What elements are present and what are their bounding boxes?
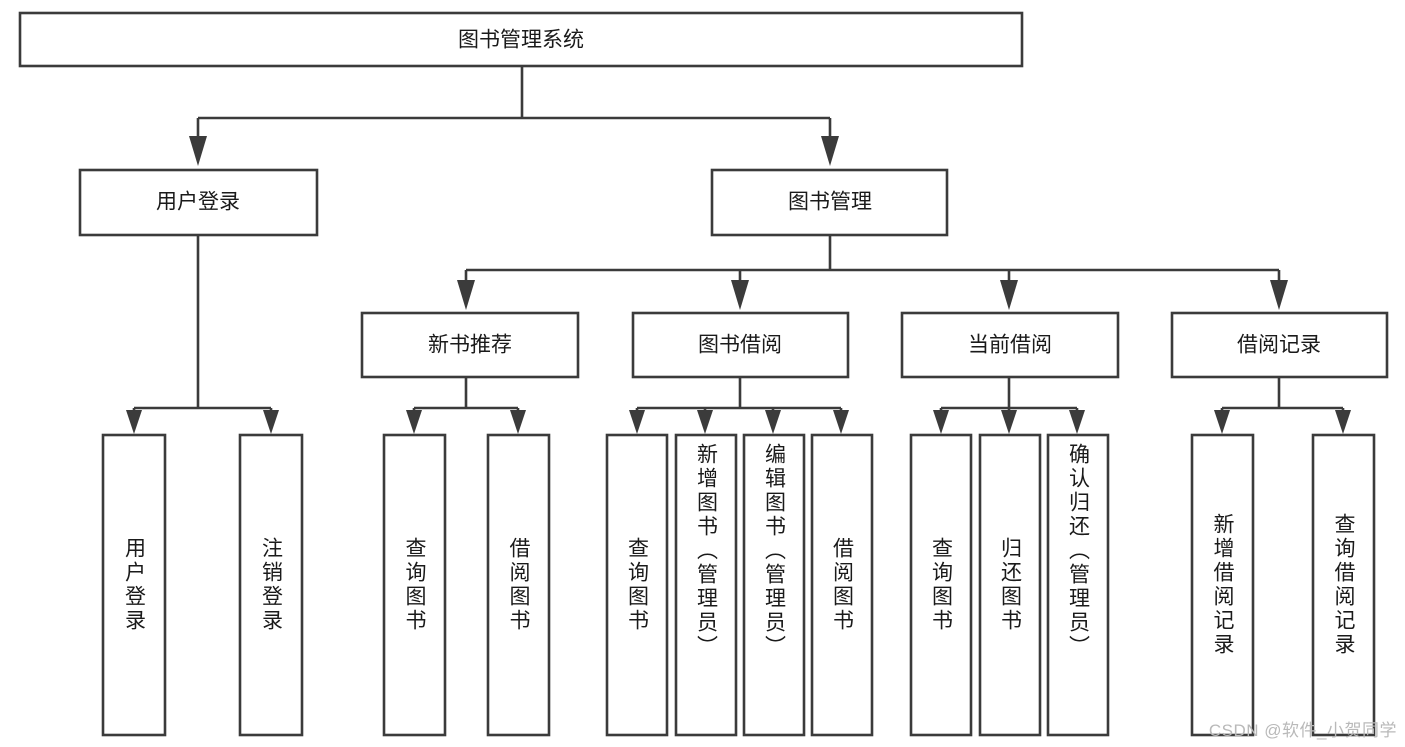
arrow-book-borrow: [731, 280, 749, 310]
node-book-borrow-box[interactable]: [631, 311, 850, 379]
arrow-leaf-borrow-record-1: [1214, 410, 1230, 434]
arrow-leaf-new-book-2: [510, 410, 526, 434]
leaf-box-borrow-record-1[interactable]: [1190, 433, 1255, 737]
arrow-leaf-book-borrow-2: [697, 410, 713, 434]
node-current-borrow-box[interactable]: [900, 311, 1120, 379]
node-current-borrow-label: 当前借阅: [968, 334, 1052, 357]
arrow-leaf-user-login-1: [126, 410, 142, 434]
node-root[interactable]: 图书管理系统: [18, 11, 1024, 68]
arrow-leaf-current-borrow-1: [933, 410, 949, 434]
leaf-box-user-login-1[interactable]: [101, 433, 167, 737]
arrow-book-manage: [821, 136, 839, 166]
arrow-leaf-book-borrow-4: [833, 410, 849, 434]
arrow-current-borrow: [1000, 280, 1018, 310]
leaf-box-borrow-record-2[interactable]: [1311, 433, 1376, 737]
leaf-box-book-borrow-2[interactable]: [674, 433, 738, 737]
leaf-box-current-borrow-2[interactable]: [978, 433, 1042, 737]
leaf-box-book-borrow-4[interactable]: [810, 433, 874, 737]
connectors-group: [126, 66, 1351, 434]
arrow-leaf-borrow-record-2: [1335, 410, 1351, 434]
node-user-login-box[interactable]: [78, 168, 319, 237]
node-root-label: 图书管理系统: [458, 29, 584, 52]
node-root-box[interactable]: [18, 11, 1024, 68]
arrow-leaf-current-borrow-3: [1069, 410, 1085, 434]
leaf-box-new-book-1[interactable]: [382, 433, 447, 737]
node-new-book-recommend-box[interactable]: [360, 311, 580, 379]
leaf-box-current-borrow-3[interactable]: [1046, 433, 1110, 737]
node-book-manage-box[interactable]: [710, 168, 949, 237]
node-new-book-recommend[interactable]: 新书推荐: [360, 311, 580, 379]
leaf-box-current-borrow-1[interactable]: [909, 433, 973, 737]
node-book-borrow[interactable]: 图书借阅: [631, 311, 850, 379]
node-user-login-label: 用户登录: [156, 191, 240, 214]
leaf-box-new-book-2[interactable]: [486, 433, 551, 737]
arrow-leaf-new-book-1: [406, 410, 422, 434]
arrow-leaf-book-borrow-1: [629, 410, 645, 434]
arrow-user-login: [189, 136, 207, 166]
node-book-manage[interactable]: 图书管理: [710, 168, 949, 237]
node-book-manage-label: 图书管理: [788, 191, 872, 214]
arrow-new-book: [457, 280, 475, 310]
arrow-leaf-user-login-2: [263, 410, 279, 434]
arrow-borrow-record: [1270, 280, 1288, 310]
node-book-borrow-label: 图书借阅: [698, 334, 782, 357]
arrow-leaf-book-borrow-3: [765, 410, 781, 434]
node-current-borrow[interactable]: 当前借阅: [900, 311, 1120, 379]
node-new-book-recommend-label: 新书推荐: [428, 334, 512, 357]
leaf-box-book-borrow-1[interactable]: [605, 433, 669, 737]
leaf-box-book-borrow-3[interactable]: [742, 433, 806, 737]
watermark-text: CSDN @软件_小贺同学: [1208, 721, 1397, 740]
node-borrow-record-box[interactable]: [1170, 311, 1389, 379]
node-user-login[interactable]: 用户登录: [78, 168, 319, 237]
node-borrow-record-label: 借阅记录: [1237, 334, 1321, 357]
node-borrow-record[interactable]: 借阅记录: [1170, 311, 1389, 379]
leaf-box-user-login-2[interactable]: [238, 433, 304, 737]
arrow-leaf-current-borrow-2: [1001, 410, 1017, 434]
